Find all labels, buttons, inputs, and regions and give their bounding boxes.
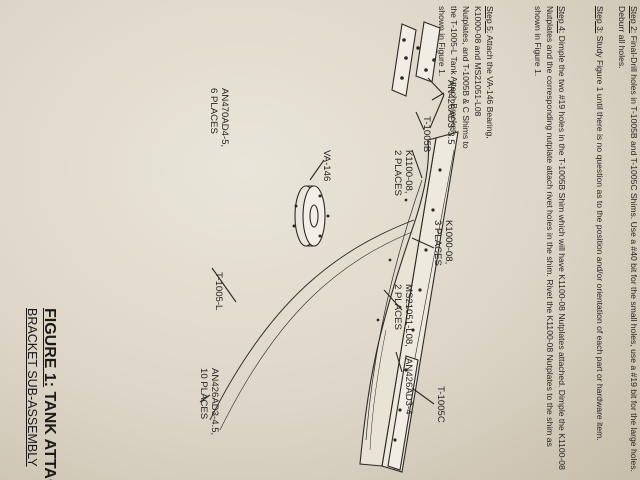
label-an470: AN470AD4-5, 6 PLACES	[208, 88, 230, 147]
figure-caption: FIGURE 1: TANK ATTACH BRACKET SUB-ASSEMB…	[24, 308, 58, 480]
label-an426-4-5-part: AN426AD3-4.5,	[209, 368, 220, 436]
label-t1005c: T-1005C	[435, 386, 446, 423]
label-k1000: K1000-08, 3 PLACES	[432, 220, 454, 266]
figure-title-1: TANK ATTACH	[41, 391, 58, 480]
label-k1100-places: 2 PLACES	[392, 150, 403, 196]
label-k1000-part: K1000-08,	[443, 220, 454, 265]
label-t1005l: T-1005-L	[213, 272, 224, 311]
label-an426-3-5: AN426AD3-3.5	[445, 80, 456, 145]
label-an470-part: AN470AD4-5,	[219, 88, 230, 148]
label-k1000-places: 3 PLACES	[432, 220, 443, 266]
label-an426-4-5-places: 10 PLACES	[198, 368, 209, 420]
label-ms21051-places: 2 PLACES	[392, 284, 403, 330]
label-ms21051-part: MS21051-L08,	[403, 284, 414, 347]
label-va146: VA-146	[321, 150, 332, 182]
label-an426-4-5: AN426AD3-4.5, 10 PLACES	[198, 368, 220, 435]
label-ms21051: MS21051-L08, 2 PLACES	[392, 284, 414, 347]
label-an426-4: AN426AD3-4	[403, 358, 414, 415]
figure-number: FIGURE 1:	[41, 308, 58, 388]
label-k1100-part: K1100-08,	[403, 150, 414, 194]
label-t1005b: T-1005B	[421, 116, 432, 153]
label-an470-places: 6 PLACES	[208, 88, 219, 134]
label-k1100: K1100-08, 2 PLACES	[392, 150, 414, 196]
figure-title-2: BRACKET SUB-ASSEMBLY	[25, 308, 39, 467]
